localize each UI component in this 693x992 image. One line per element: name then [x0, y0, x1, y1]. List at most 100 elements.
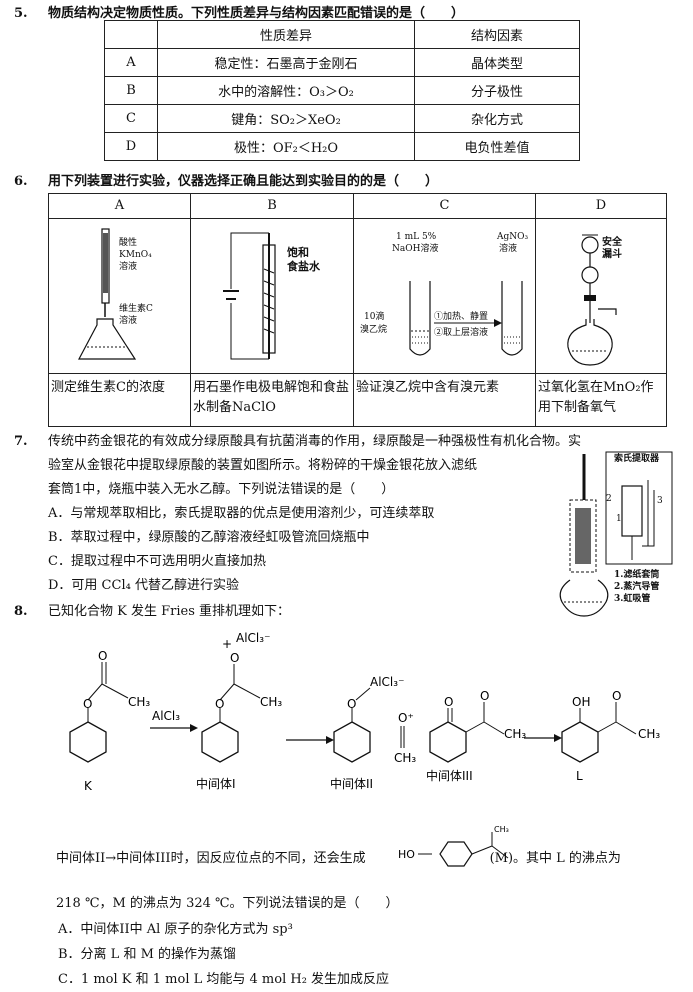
option-b: B．萃取过程中，绿原酸的乙醇溶液经虹吸管流回烧瓶中: [48, 530, 370, 545]
methyl-group: CH₃: [394, 751, 416, 765]
question-text: 物质结构决定物质性质。下列性质差异与结构因素匹配错误的是（ ）: [48, 6, 465, 21]
reagent-label: 溶液: [119, 316, 138, 326]
cell-caption: 验证溴乙烷中含有溴元素: [354, 373, 535, 402]
reagent-label: 维生素C: [119, 304, 153, 314]
question-5-stem: 5.物质结构决定物质性质。下列性质差异与结构因素匹配错误的是（ ）: [14, 2, 464, 21]
q6-apparatus-table: A 酸性 KMnO₄ 溶液 维生素C 溶液 测定维生素C的浓度 B 饱和 食盐水…: [48, 193, 667, 427]
reagent-label: NaOH溶液: [392, 244, 439, 254]
charge-sign: +: [222, 637, 232, 651]
q8-note: 中间体II→中间体III时，因反应位点的不同，还会生成 (M)。其中 L 的沸点为: [56, 847, 621, 866]
reagent-label: AlCl₃: [152, 709, 180, 723]
reagent-label: KMnO₄: [119, 250, 152, 260]
cell-label: B: [191, 194, 353, 219]
table-cell: A: [104, 48, 158, 77]
table-header-cell: 结构因素: [414, 20, 580, 49]
table-row: A 稳定性：石墨高于金刚石 晶体类型: [104, 48, 580, 77]
reagent-label: AgNO₃: [497, 232, 529, 242]
table-header-cell: 性质差异: [157, 20, 415, 49]
reagent-label: 1 mL 5%: [396, 232, 437, 242]
table-cell: 杂化方式: [414, 104, 580, 133]
q6-cell-b: B 饱和 食盐水 用石墨作电极电解饱和食盐水制备NaClO: [191, 194, 354, 426]
figure-number: 2: [606, 494, 612, 504]
intermediate-2: O AlCl₃⁻ 中间体II: [330, 675, 404, 791]
option-d: D．可用 CCl₄ 代替乙醇进行实验: [48, 578, 239, 593]
solution-label: 食盐水: [287, 260, 320, 273]
oxygen-atom: O: [612, 689, 621, 703]
fries-rearrangement-scheme: O O CH₃ K AlCl₃ O O + AlCl₃⁻ CH₃ 中间体I O …: [69, 631, 660, 793]
flask-funnel-icon: [567, 234, 617, 366]
reagent-label: 溶液: [119, 262, 138, 272]
table-cell: 键角：SO₂＞XeO₂: [157, 104, 415, 133]
table-cell: 极性：OF₂＜H₂O: [157, 132, 415, 161]
cell-caption: 用石墨作电极电解饱和食盐水制备NaClO: [191, 373, 353, 422]
question-text: 用下列装置进行实验，仪器选择正确且能达到实验目的的是（ ）: [48, 174, 439, 189]
step-label: ②取上层溶液: [434, 328, 489, 338]
q6-cell-c: C 1 mL 5% NaOH溶液 AgNO₃ 溶液 10滴 溴乙烷 ①加热、静置…: [354, 194, 536, 426]
figure-legend: 3.虹吸管: [614, 594, 651, 604]
reagent-label: 溴乙烷: [360, 325, 388, 335]
figure-legend: 1.滤纸套筒: [614, 570, 660, 580]
methyl-group: CH₃: [504, 727, 526, 741]
titration-apparatus-icon: [78, 228, 137, 360]
q6-cell-d: D 安全 漏斗 过氧化氢在MnO₂作用下制备氧气: [536, 194, 666, 426]
table-header-cell: [104, 20, 158, 49]
figure-legend: 2.蒸汽导管: [614, 582, 660, 592]
compound-m-structure: HO CH₃: [398, 825, 509, 867]
question-number: 7.: [14, 434, 28, 449]
question-6-stem: 6.用下列装置进行实验，仪器选择正确且能达到实验目的的是（ ）: [14, 170, 438, 189]
funnel-label: 漏斗: [602, 249, 622, 260]
acylium-oxygen: O⁺: [398, 711, 414, 725]
table-cell: 稳定性：石墨高于金刚石: [157, 48, 415, 77]
intermediate-1: O O + AlCl₃⁻ CH₃ 中间体I: [196, 631, 282, 791]
aluminum-chloride: AlCl₃⁻: [236, 631, 270, 645]
oxygen-atom: O: [215, 697, 224, 711]
table-cell: 晶体类型: [414, 48, 580, 77]
option-b: B．分离 L 和 M 的操作为蒸馏: [58, 947, 237, 962]
q5-table: 性质差异 结构因素 A 稳定性：石墨高于金刚石 晶体类型 B 水中的溶解性：O₃…: [104, 20, 580, 161]
option-c: C．1 mol K 和 1 mol L 均能与 4 mol H₂ 发生加成反应: [58, 972, 390, 987]
question-text: 传统中药金银花的有效成分绿原酸具有抗菌消毒的作用，绿原酸是一种强极性有机化合物。…: [48, 434, 582, 449]
compound-label: K: [84, 779, 93, 793]
question-text: 套筒1中，烧瓶中装入无水乙醇。下列说法错误的是（ ）: [48, 482, 395, 497]
table-cell: 分子极性: [414, 76, 580, 105]
methyl-group: CH₃: [260, 695, 282, 709]
note-text: 中间体II→中间体III时，因反应位点的不同，还会生成: [56, 851, 366, 866]
electrolysis-apparatus-icon: [223, 232, 276, 360]
table-cell: B: [104, 76, 158, 105]
reagent-label: 溶液: [499, 244, 518, 254]
reagent-label: 酸性: [119, 238, 138, 248]
step-label: ①加热、静置: [434, 312, 489, 322]
reagent-label: 10滴: [364, 312, 385, 322]
question-text: 验室从金银花中提取绿原酸的装置如图所示。将粉碎的干燥金银花放入滤纸: [48, 458, 478, 473]
compound-label: 中间体I: [196, 776, 236, 791]
oxygen-atom: O: [480, 689, 489, 703]
figure-number: 1: [616, 514, 622, 524]
figure-number: 3: [657, 496, 663, 506]
aluminum-chloride: AlCl₃⁻: [370, 675, 404, 689]
acylium-ion: O⁺ CH₃: [394, 711, 416, 765]
option-a: A．中间体II中 Al 原子的杂化方式为 sp³: [58, 922, 293, 937]
question-7-stem: 7. 传统中药金银花的有效成分绿原酸具有抗菌消毒的作用，绿原酸是一种强极性有机化合…: [14, 430, 581, 449]
compound-label: 中间体II: [330, 776, 373, 791]
cell-label: C: [354, 194, 535, 219]
table-row: C 键角：SO₂＞XeO₂ 杂化方式: [104, 104, 580, 133]
table-row: D 极性：OF₂＜H₂O 电负性差值: [104, 132, 580, 161]
cell-caption: 测定维生素C的浓度: [49, 373, 190, 402]
question-8-stem: 8.已知化合物 K 发生 Fries 重排机理如下：: [14, 600, 290, 619]
cell-label: D: [536, 194, 666, 219]
methyl-group: CH₃: [638, 727, 660, 741]
table-header-row: 性质差异 结构因素: [104, 20, 580, 49]
methyl-group: CH₃: [494, 825, 509, 834]
note-text: (M)。其中 L 的沸点为: [489, 851, 621, 866]
table-cell: D: [104, 132, 158, 161]
oxygen-atom: O: [230, 651, 239, 665]
q6-cell-a: A 酸性 KMnO₄ 溶液 维生素C 溶液 测定维生素C的浓度: [49, 194, 191, 426]
funnel-label: 安全: [602, 237, 622, 248]
compound-label: 中间体III: [426, 768, 473, 783]
question-text: 已知化合物 K 发生 Fries 重排机理如下：: [48, 604, 290, 619]
oxygen-atom: O: [347, 697, 356, 711]
option-a: A．与常规萃取相比，索氏提取器的优点是使用溶剂少，可连续萃取: [48, 506, 435, 521]
cell-caption: 过氧化氢在MnO₂作用下制备氧气: [536, 373, 666, 422]
table-cell: 水中的溶解性：O₃＞O₂: [157, 76, 415, 105]
compound-k: O O CH₃ K: [69, 649, 150, 793]
